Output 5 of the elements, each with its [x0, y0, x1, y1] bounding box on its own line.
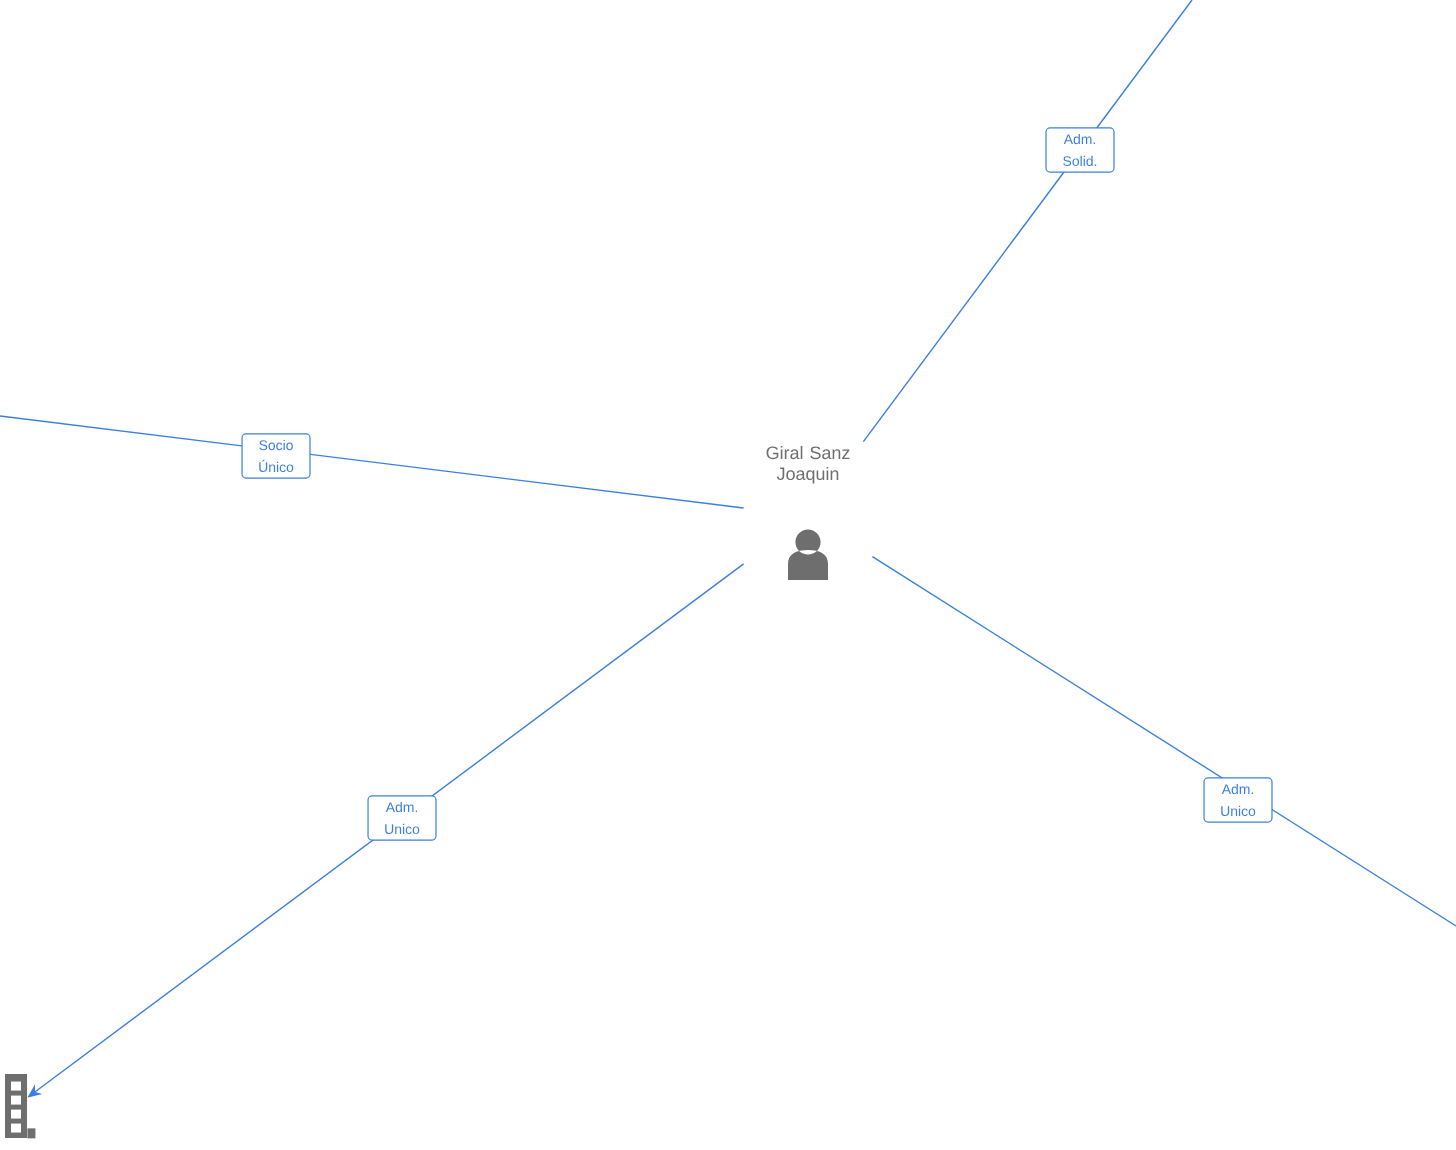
- connector-line: [0, 415, 745, 509]
- connector-line: [862, 0, 1193, 443]
- building-icon: [5, 1073, 36, 1139]
- connector-line: [871, 555, 1456, 927]
- name-text: Giral Sanz Joaquin: [766, 445, 850, 484]
